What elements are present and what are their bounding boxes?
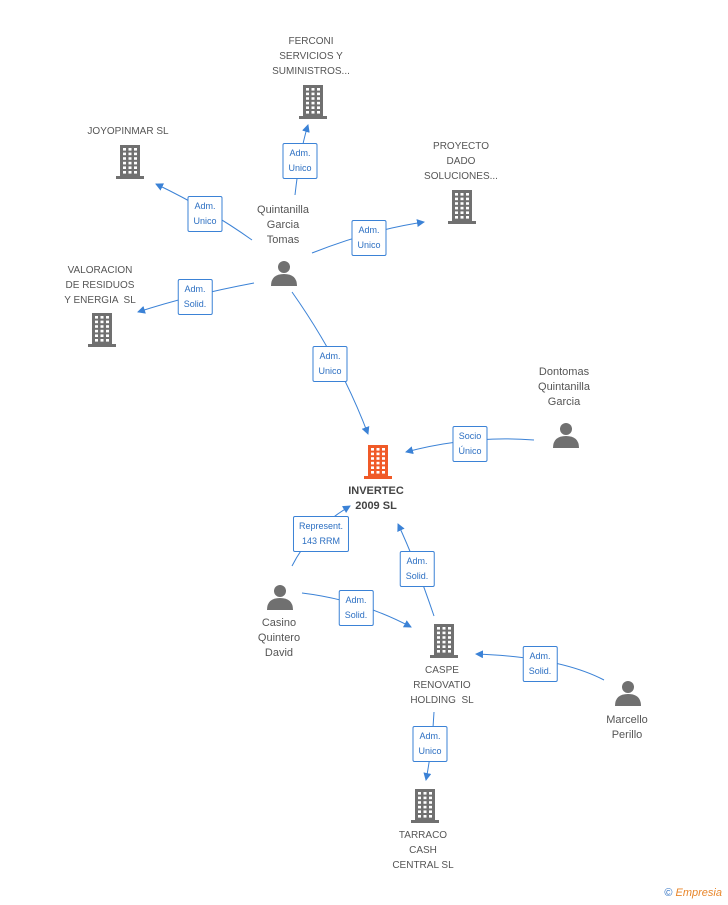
edge-label-box: Adm. Unico bbox=[312, 346, 348, 382]
building-icon[interactable] bbox=[116, 145, 144, 179]
node-label-marcello[interactable]: Marcello Perillo bbox=[606, 714, 648, 741]
node-label-valoracion[interactable]: VALORACION DE RESIDUOS Y ENERGIA SL bbox=[64, 265, 136, 306]
node-label-caspe[interactable]: CASPE RENOVATIO HOLDING SL bbox=[410, 665, 474, 706]
edge-label-box: Adm. Unico bbox=[412, 726, 448, 762]
footer-brand[interactable]: © Empresia bbox=[664, 887, 722, 899]
brand-name: Empresia bbox=[675, 887, 722, 899]
node-label-ferconi[interactable]: FERCONI SERVICIOS Y SUMINISTROS... bbox=[272, 36, 350, 77]
building-icon[interactable] bbox=[364, 445, 392, 479]
node-label-tarraco[interactable]: TARRACO CASH CENTRAL SL bbox=[392, 830, 454, 871]
edge-label-box: Adm. Solid. bbox=[399, 551, 435, 587]
node-label-quintanilla[interactable]: Quintanilla Garcia Tomas bbox=[257, 204, 309, 246]
building-icon[interactable] bbox=[299, 85, 327, 119]
building-icon[interactable] bbox=[88, 313, 116, 347]
person-icon[interactable] bbox=[267, 585, 293, 610]
node-label-joyopinmar[interactable]: JOYOPINMAR SL bbox=[87, 126, 169, 137]
building-icon[interactable] bbox=[430, 624, 458, 658]
edge-label-box: Adm. Solid. bbox=[177, 279, 213, 315]
person-icon[interactable] bbox=[271, 261, 297, 286]
edge-label-box: Represent. 143 RRM bbox=[292, 516, 350, 552]
edge-label-box: Socio Único bbox=[452, 426, 488, 462]
edge-label-box: Adm. Solid. bbox=[522, 646, 558, 682]
node-label-dontomas[interactable]: Dontomas Quintanilla Garcia bbox=[538, 366, 590, 408]
building-icon[interactable] bbox=[411, 789, 439, 823]
person-icon[interactable] bbox=[615, 681, 641, 706]
edge-label-box: Adm. Unico bbox=[187, 196, 223, 232]
node-label-casino[interactable]: Casino Quintero David bbox=[257, 617, 301, 659]
edge-label-box: Adm. Unico bbox=[351, 220, 387, 256]
building-icon[interactable] bbox=[448, 190, 476, 224]
node-label-invertec[interactable]: INVERTEC 2009 SL bbox=[348, 485, 404, 512]
copyright-icon: © bbox=[664, 887, 673, 899]
edge-label-box: Adm. Unico bbox=[282, 143, 318, 179]
person-icon[interactable] bbox=[553, 423, 579, 448]
node-label-proyecto[interactable]: PROYECTO DADO SOLUCIONES... bbox=[424, 141, 498, 182]
edge-label-box: Adm. Solid. bbox=[338, 590, 374, 626]
